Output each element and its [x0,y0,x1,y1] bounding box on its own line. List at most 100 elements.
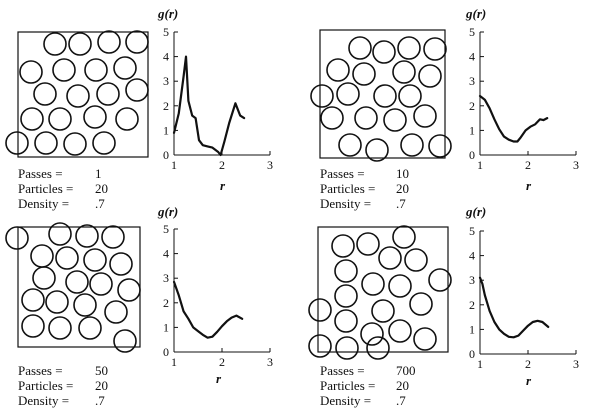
y-tick-label: 5 [469,25,475,39]
particle [331,234,355,258]
particle [413,327,437,351]
particle [55,246,79,270]
y-axis-title: g(r) [465,6,486,21]
passes-value: 50 [95,363,108,378]
x-tick-label: 3 [267,158,273,172]
particle [73,293,97,317]
particle [428,134,452,158]
y-tick-label: 3 [163,271,169,285]
passes-value: 700 [396,363,416,378]
passes-value: 1 [95,166,102,181]
particles-label: Particles = [18,378,73,393]
density-label: Density = [18,393,69,408]
particle [30,244,54,268]
particle [418,64,442,88]
particle [52,58,76,82]
particle [75,224,99,248]
x-tick-label: 3 [573,357,579,371]
particles-label: Particles = [320,378,375,393]
rdf-curve [478,276,550,339]
rdf-curve [478,94,549,143]
particle [334,284,358,308]
y-tick-label: 5 [163,222,169,236]
x-tick-label: 2 [219,355,225,369]
rdf-curve [172,280,244,339]
particle [113,56,137,80]
particle-circles [5,30,149,156]
particle [104,300,128,324]
particle [400,133,424,157]
run-parameters: Passes = 10 Particles = 20 Density = .7 [320,166,409,211]
y-tick-label: 2 [163,296,169,310]
particle [409,292,433,316]
y-tick-label: 2 [469,298,475,312]
panel-1: Passes = 1 Particles = 20 Density = .7 g… [5,6,273,211]
y-tick-label: 0 [163,148,169,162]
particle [33,82,57,106]
x-tick-label: 1 [477,158,483,172]
particles-value: 20 [396,181,409,196]
particle [348,36,372,60]
simulation-box [319,29,446,159]
y-axis-title: g(r) [157,204,178,219]
particle [372,40,396,64]
density-value: .7 [95,196,105,211]
particle [5,226,29,250]
particle [326,58,350,82]
density-label: Density = [18,196,69,211]
y-tick-label: 5 [163,25,169,39]
y-tick-label: 0 [469,148,475,162]
y-tick-label: 4 [469,50,475,64]
y-tick-label: 3 [163,74,169,88]
x-axis-title: r [220,178,226,193]
particle [68,32,92,56]
particle [428,268,452,292]
particle [308,334,332,358]
particle [383,108,407,132]
y-tick-label: 2 [163,99,169,113]
density-label: Density = [320,196,371,211]
particle [361,272,385,296]
particle [352,62,376,86]
particle [392,225,416,249]
particle [360,322,384,346]
y-tick-label: 0 [163,345,169,359]
particle [354,106,378,130]
particle [413,104,437,128]
density-value: .7 [95,393,105,408]
x-tick-label: 1 [171,158,177,172]
x-tick-label: 3 [573,158,579,172]
particle [338,133,362,157]
particle [392,60,416,84]
density-label: Density = [320,393,371,408]
passes-value: 10 [396,166,409,181]
particle [404,248,428,272]
particle [320,106,344,130]
particle [373,84,397,108]
particle [423,37,447,61]
y-tick-label: 0 [469,347,475,361]
y-tick-label: 5 [469,224,475,238]
simulation-box [17,31,149,158]
x-tick-label: 3 [267,355,273,369]
particle [115,107,139,131]
particle [65,270,89,294]
y-tick-label: 4 [163,247,169,261]
particle [48,107,72,131]
particle [48,222,72,246]
particle [5,131,29,155]
particle [21,288,45,312]
particle-circles [308,225,452,360]
density-value: .7 [396,393,406,408]
run-parameters: Passes = 1 Particles = 20 Density = .7 [18,166,108,211]
panel-2: Passes = 10 Particles = 20 Density = .7 … [310,6,579,211]
particle [125,30,149,54]
particle [125,78,149,102]
particle [109,252,133,276]
particle [48,316,72,340]
density-value: .7 [396,196,406,211]
x-tick-label: 2 [525,357,531,371]
particle [378,246,402,270]
